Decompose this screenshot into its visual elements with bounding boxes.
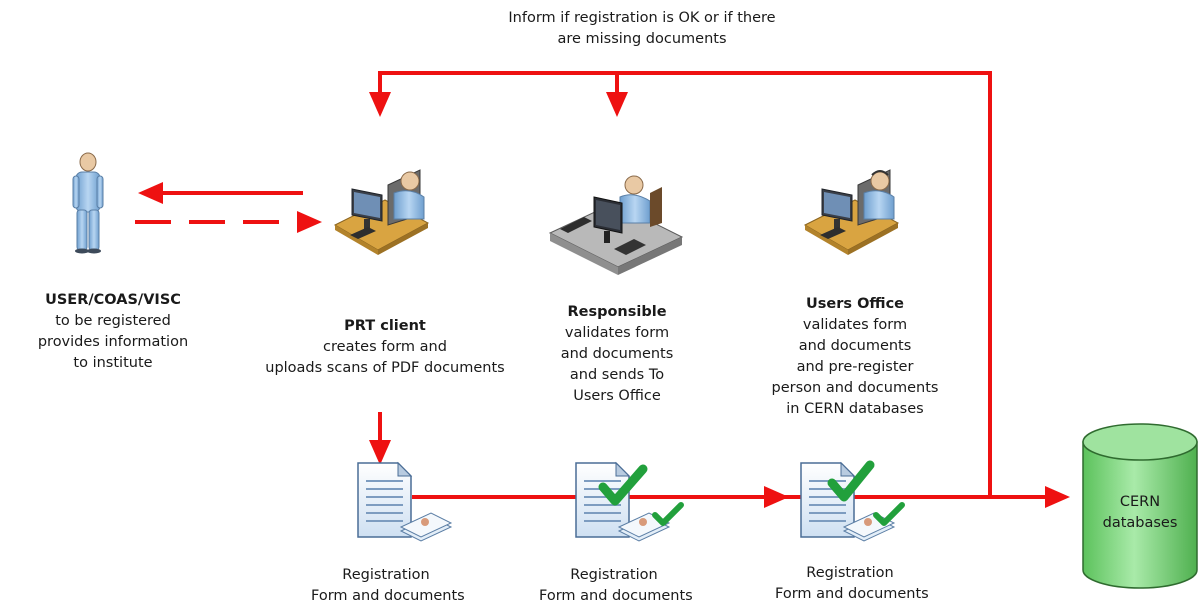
document-2-line-1: Registration [570,567,658,583]
responsible-desc-4: Users Office [573,388,661,404]
cern-database-icon [1082,423,1198,589]
document-label-1: Registration Form and documents [311,565,465,607]
prt-desc-1: creates form and [323,339,447,355]
arrowhead-to-doc3 [764,486,789,508]
responsible-desc-2: and documents [560,346,674,362]
check-icon-small [652,502,684,526]
responsible-label: Responsible validates form and documents… [532,302,702,407]
prt-label: PRT client creates form and uploads scan… [245,316,525,379]
users-office-desc-3: and pre-register [796,359,914,375]
document-label-2: Registration Form and documents [539,565,693,607]
database-line-2: databases [1102,515,1178,531]
database-label: CERN databases [1090,492,1190,534]
responsible-desc-3: and sends To [569,367,665,383]
arrowhead-to-doc1 [369,440,391,465]
user-desc-3: to institute [73,355,153,371]
responsible-title: Responsible [567,304,667,320]
database-line-1: CERN [1119,494,1161,510]
check-icon [827,460,875,502]
document-label-3: Registration Form and documents [775,563,929,605]
check-icon-small [873,502,905,526]
user-desc-1: to be registered [55,313,171,329]
users-office-desc-4: person and documents [771,380,939,396]
document-1-line-1: Registration [342,567,430,583]
registration-document-icon-3 [800,460,905,542]
top-note-line-1: Inform if registration is OK or if there [508,10,776,26]
arrowhead-to-database [1045,486,1070,508]
user-desc-2: provides information [37,334,189,350]
users-office-desc-2: and documents [798,338,912,354]
prt-client-workstation-icon [333,169,430,255]
prt-title: PRT client [344,318,426,334]
users-office-label: Users Office validates form and document… [750,294,960,420]
user-title: USER/COAS/VISC [45,292,181,308]
document-1-line-2: Form and documents [311,588,465,604]
top-note-line-2: are missing documents [557,31,727,47]
document-2-line-2: Form and documents [539,588,693,604]
user-person-icon [72,152,104,254]
responsible-desc-1: validates form [564,325,670,341]
responsible-workstation-icon [548,175,684,275]
users-office-desc-1: validates form [802,317,908,333]
top-note-label: Inform if registration is OK or if there… [467,8,817,50]
check-icon [598,464,648,506]
arrowhead-to-prt [369,92,391,117]
arrowhead-to-user [138,182,163,204]
users-office-desc-5: in CERN databases [786,401,924,417]
registration-document-icon-1 [357,461,453,542]
arrowhead-to-responsible [606,92,628,117]
arrowhead-to-prt-dashed [297,211,322,233]
prt-desc-2: uploads scans of PDF documents [265,360,505,376]
registration-document-icon-2 [575,461,684,542]
document-3-line-2: Form and documents [775,586,929,602]
user-label: USER/COAS/VISC to be registered provides… [13,290,213,374]
users-office-title: Users Office [806,296,904,312]
document-3-line-1: Registration [806,565,894,581]
users-office-workstation-icon [803,169,900,255]
feedback-loop-arrow [378,71,992,497]
